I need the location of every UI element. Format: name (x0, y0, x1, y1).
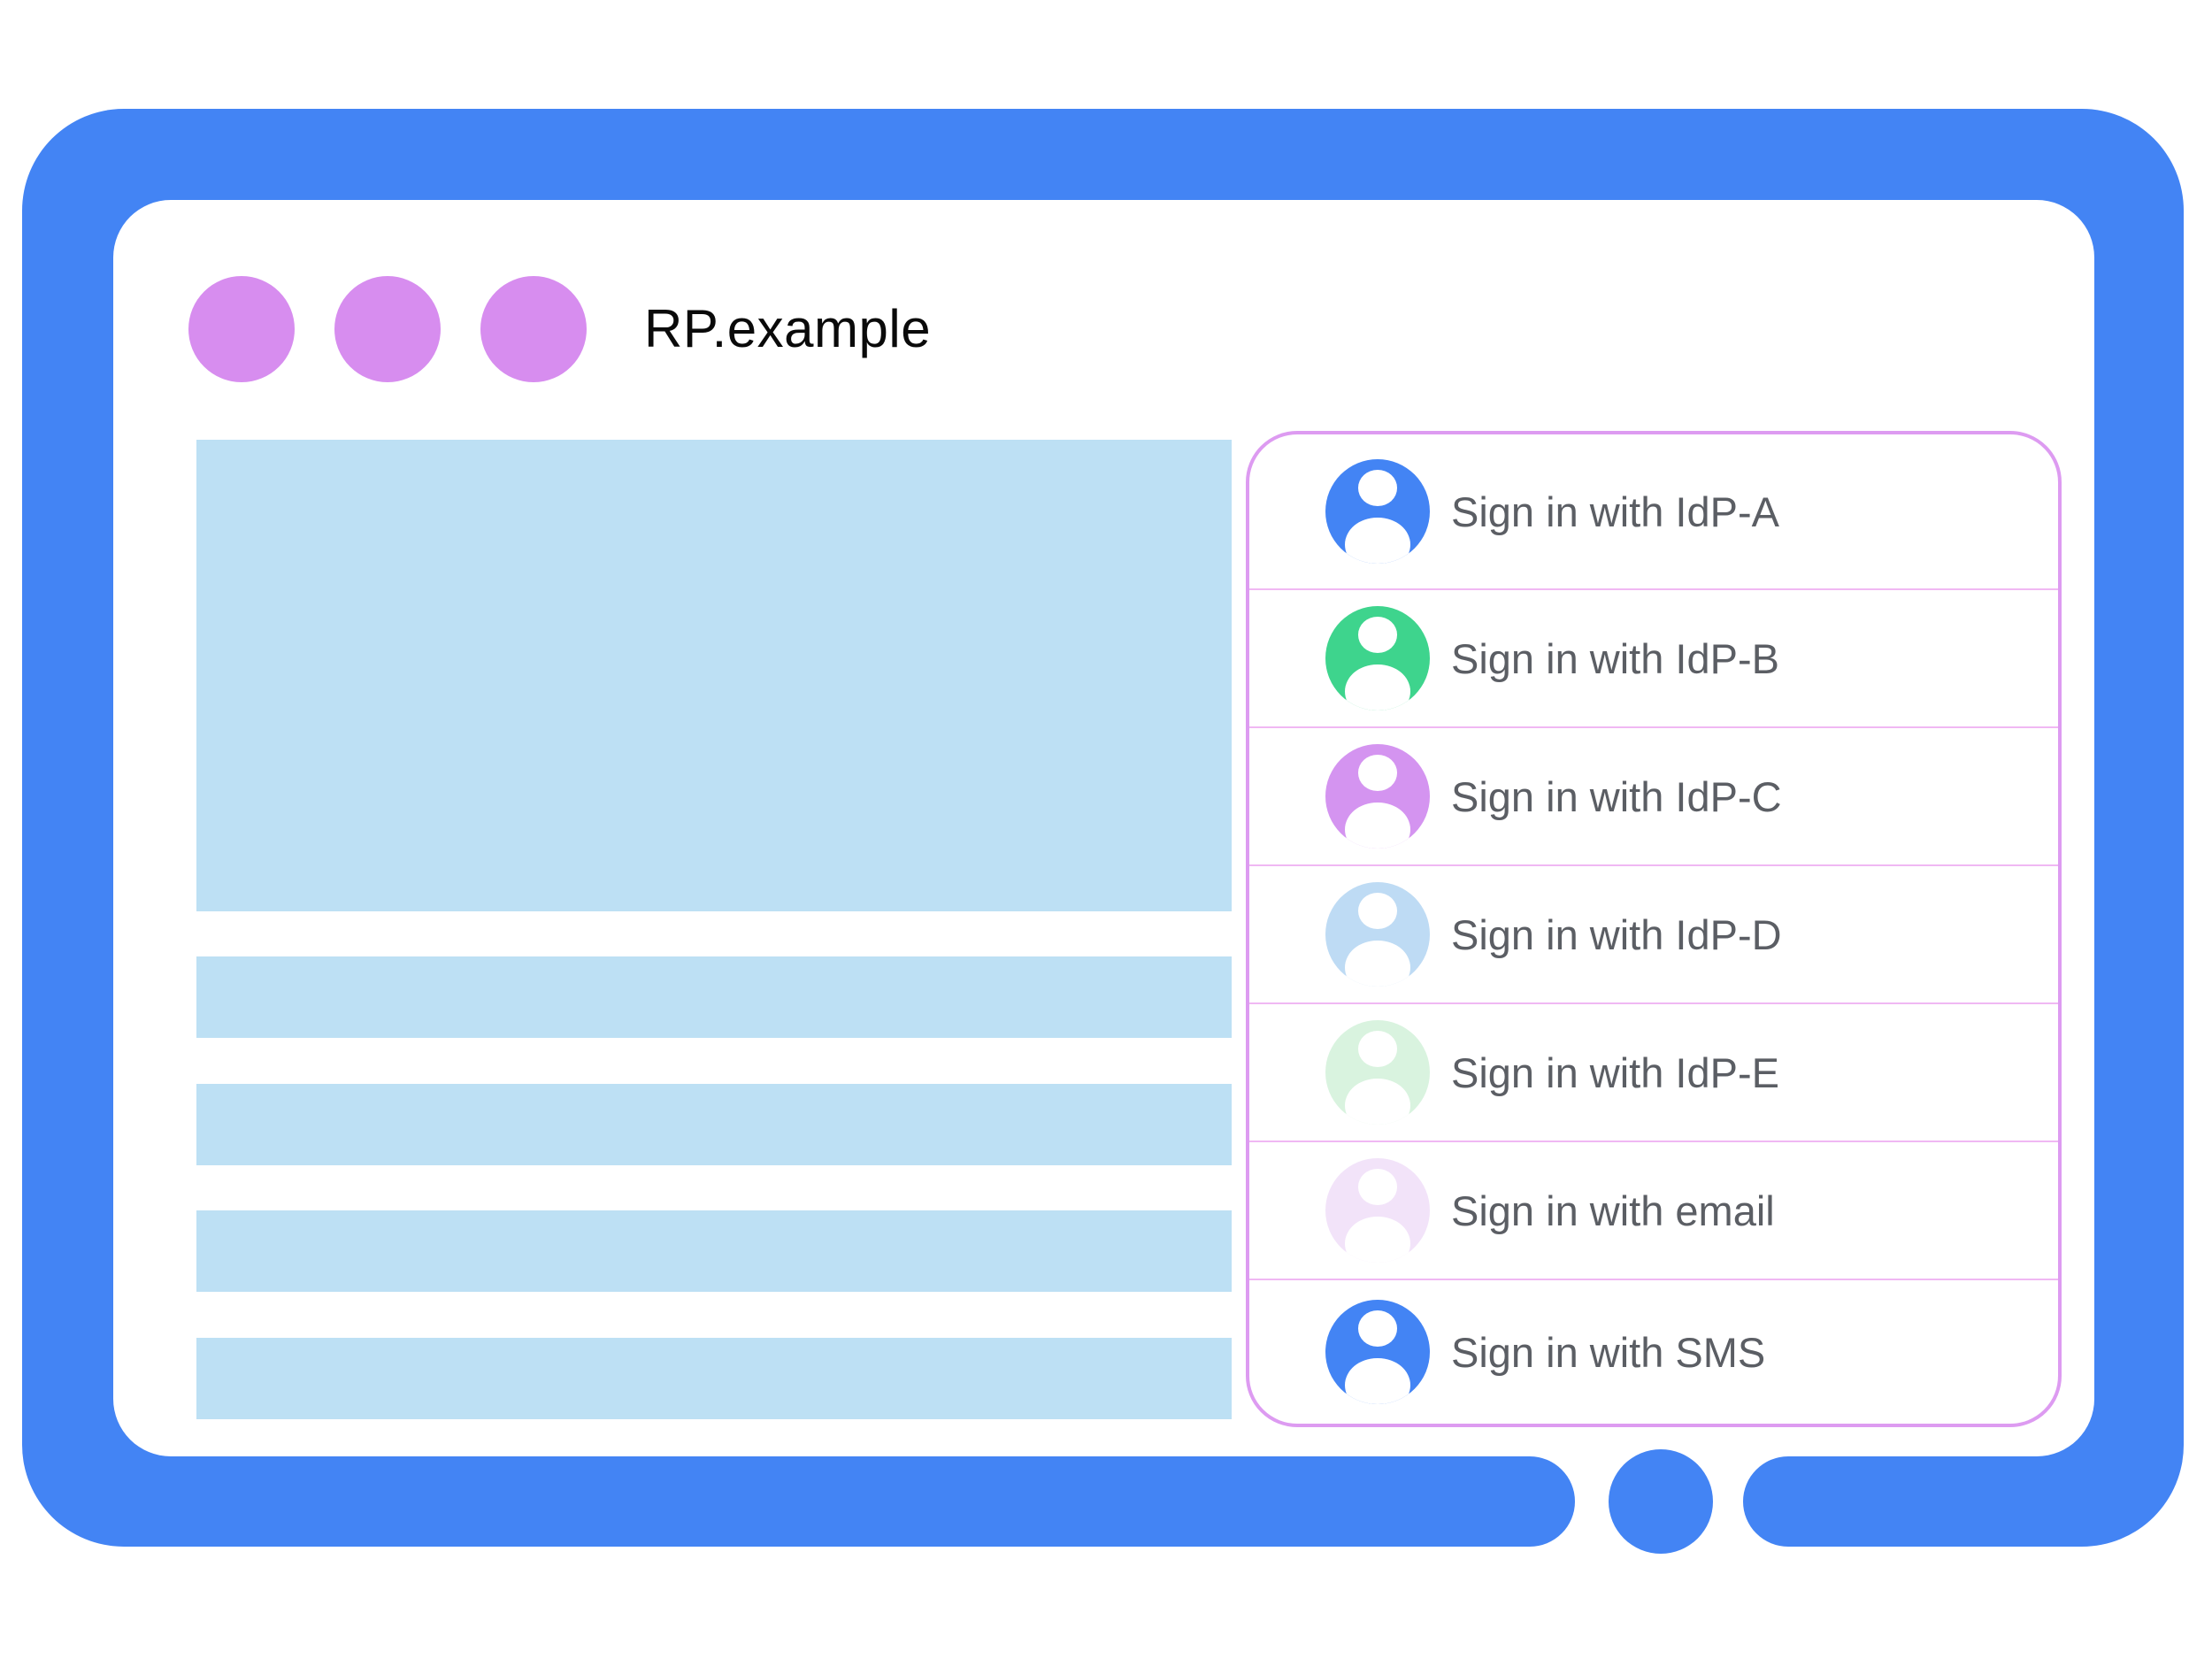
person-torso-shape (1345, 664, 1410, 710)
signin-option-label: Sign in with IdP-D (1451, 910, 1782, 958)
person-torso-shape (1345, 803, 1410, 849)
content-placeholder-line (196, 1338, 1232, 1419)
window-controls (188, 276, 587, 382)
person-icon (1325, 1020, 1430, 1125)
window-control-dot (334, 276, 441, 382)
signin-option-sign-in-with-idp-c[interactable]: Sign in with IdP-C (1249, 726, 2058, 864)
person-icon (1325, 1300, 1430, 1404)
person-head-shape (1357, 754, 1398, 792)
signin-option-sign-in-with-idp-e[interactable]: Sign in with IdP-E (1249, 1002, 2058, 1141)
content-placeholder-hero (196, 440, 1232, 911)
signin-option-sign-in-with-sms[interactable]: Sign in with SMS (1249, 1279, 2058, 1424)
signin-option-label: Sign in with email (1451, 1187, 1775, 1234)
person-head-shape (1357, 1030, 1398, 1068)
person-torso-shape (1345, 518, 1410, 564)
person-head-shape (1357, 616, 1398, 654)
signin-panel: Sign in with IdP-A Sign in with IdP-B Si… (1246, 431, 2062, 1427)
person-torso-shape (1345, 1358, 1410, 1404)
home-button[interactable] (1609, 1449, 1713, 1554)
person-head-shape (1357, 469, 1398, 507)
person-icon (1325, 744, 1430, 849)
content-placeholder-line (196, 956, 1232, 1038)
person-torso-shape (1345, 1079, 1410, 1125)
signin-option-label: Sign in with IdP-A (1451, 488, 1779, 535)
signin-option-label: Sign in with IdP-B (1451, 634, 1779, 682)
person-icon (1325, 1158, 1430, 1263)
window-control-dot (188, 276, 295, 382)
site-title: RP.example (644, 299, 932, 358)
signin-option-sign-in-with-idp-a[interactable]: Sign in with IdP-A (1249, 434, 2058, 588)
person-head-shape (1357, 892, 1398, 930)
signin-option-sign-in-with-idp-b[interactable]: Sign in with IdP-B (1249, 588, 2058, 726)
content-placeholder-line (196, 1210, 1232, 1292)
person-torso-shape (1345, 1217, 1410, 1263)
person-icon (1325, 606, 1430, 710)
signin-option-label: Sign in with IdP-C (1451, 772, 1782, 820)
person-head-shape (1357, 1168, 1398, 1206)
window-control-dot (480, 276, 587, 382)
content-placeholder-line (196, 1084, 1232, 1165)
person-icon (1325, 882, 1430, 987)
signin-option-sign-in-with-email[interactable]: Sign in with email (1249, 1141, 2058, 1279)
signin-option-label: Sign in with SMS (1451, 1328, 1766, 1376)
person-torso-shape (1345, 941, 1410, 987)
signin-option-sign-in-with-idp-d[interactable]: Sign in with IdP-D (1249, 864, 2058, 1002)
person-head-shape (1357, 1310, 1398, 1348)
person-icon (1325, 459, 1430, 564)
signin-option-label: Sign in with IdP-E (1451, 1048, 1779, 1096)
